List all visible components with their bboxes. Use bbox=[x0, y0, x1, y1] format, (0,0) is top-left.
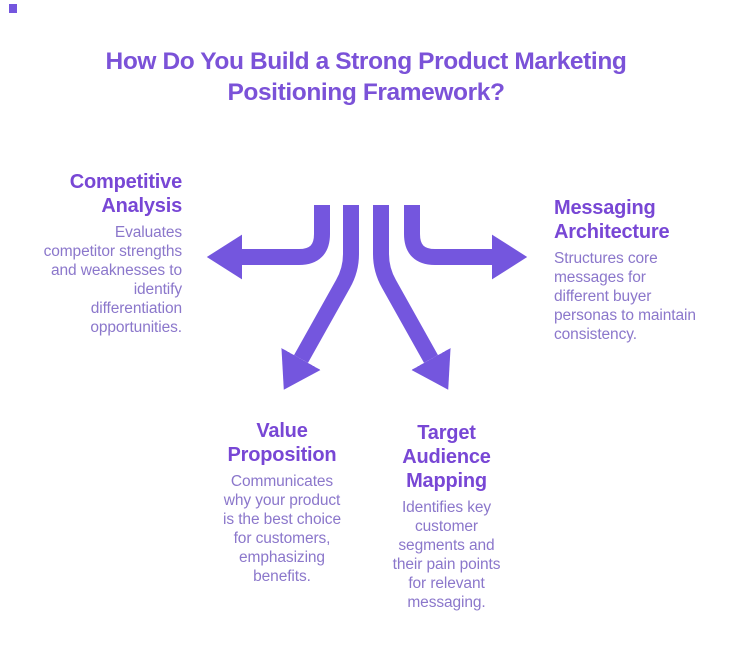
branch-description: Communicates why your product is the bes… bbox=[223, 473, 341, 585]
arrow-left-icon bbox=[206, 205, 330, 280]
branch-description: Identifies key customer segments and the… bbox=[392, 499, 501, 611]
branch-heading: Competitive Analysis bbox=[69, 171, 182, 217]
branch-heading: Value Proposition bbox=[227, 420, 337, 466]
arrow-right-icon bbox=[404, 205, 528, 280]
branch-heading: Messaging Architecture bbox=[554, 197, 670, 243]
branch-target-audience-mapping: Target Audience Mapping Identifies key c… bbox=[389, 421, 504, 612]
infographic-title: How Do You Build a Strong Product Market… bbox=[0, 46, 732, 108]
branch-description: Structures core messages for different b… bbox=[554, 250, 696, 343]
branch-competitive-analysis: Competitive Analysis Evaluates competito… bbox=[43, 170, 183, 337]
arrow-down-left-icon bbox=[281, 205, 359, 390]
corner-mark bbox=[9, 4, 17, 13]
title-line-1: How Do You Build a Strong Product Market… bbox=[105, 48, 627, 75]
branch-heading: Target Audience Mapping bbox=[402, 422, 491, 492]
arrow-down-right-icon bbox=[373, 205, 451, 390]
branch-description: Evaluates competitor strengths and weakn… bbox=[43, 224, 183, 336]
branch-value-proposition: Value Proposition Communicates why your … bbox=[220, 419, 344, 586]
branch-messaging-architecture: Messaging Architecture Structures core m… bbox=[554, 196, 704, 344]
title-line-2: Positioning Framework? bbox=[227, 79, 505, 106]
